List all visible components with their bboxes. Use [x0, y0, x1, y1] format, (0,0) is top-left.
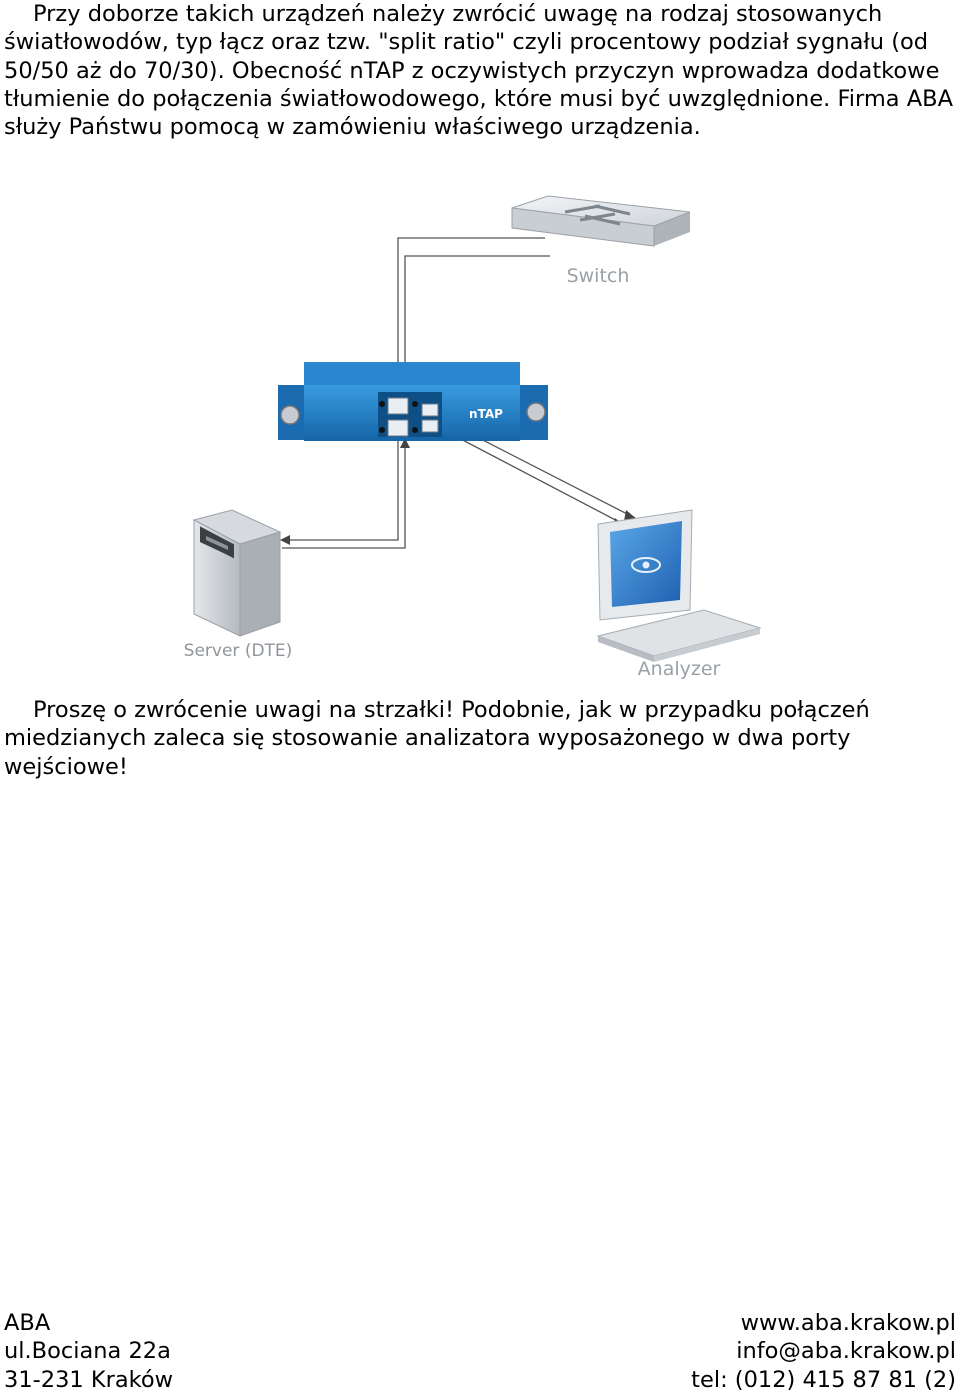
- ntap-device: nTAP: [278, 362, 548, 441]
- footer-email-link[interactable]: info@aba.krakow.pl: [736, 1338, 956, 1365]
- switch-label: Switch: [567, 265, 630, 287]
- cable-server-b: [282, 440, 406, 549]
- cable-switch-a: [397, 237, 545, 400]
- switch-device: [511, 195, 691, 247]
- footer-street: ul.Bociana 22a: [4, 1338, 171, 1365]
- switch-arrows-icon: [564, 204, 631, 226]
- analyzer-device: [596, 509, 762, 662]
- ntap-logo: nTAP: [469, 407, 503, 421]
- note-paragraph: Proszę o zwrócenie uwagi na strzałki! Po…: [4, 696, 954, 781]
- note-text: Proszę o zwrócenie uwagi na strzałki! Po…: [4, 697, 870, 780]
- server-label: Server (DTE): [184, 641, 293, 661]
- ntap-network-diagram: Switch nTAP Server (DTE): [184, 195, 762, 680]
- fiber-ports: [387, 397, 439, 437]
- cable-server-a: [282, 440, 399, 541]
- intro-paragraph: Przy doborze takich urządzeń należy zwró…: [4, 0, 954, 141]
- intro-text: Przy doborze takich urządzeń należy zwró…: [4, 1, 953, 141]
- eye-icon: [631, 557, 661, 573]
- arrow-into-ntap-2: [400, 438, 410, 448]
- footer-city: 31-231 Kraków: [4, 1366, 174, 1393]
- arrow-into-server: [280, 535, 290, 545]
- cable-switch-b: [404, 255, 550, 400]
- analyzer-label: Analyzer: [638, 658, 721, 680]
- thumbscrew-right-icon: [526, 402, 546, 422]
- footer-address: ABA ul.Bociana 22a 31-231 Kraków: [4, 1309, 173, 1394]
- footer-company: ABA: [4, 1310, 51, 1336]
- footer-phone: tel: (012) 415 87 81 (2): [691, 1366, 956, 1393]
- footer-website-link[interactable]: www.aba.krakow.pl: [740, 1310, 956, 1336]
- server-device: [192, 509, 282, 637]
- footer-contact: www.aba.krakow.pl info@aba.krakow.pl tel…: [691, 1309, 956, 1394]
- thumbscrew-left-icon: [280, 405, 300, 425]
